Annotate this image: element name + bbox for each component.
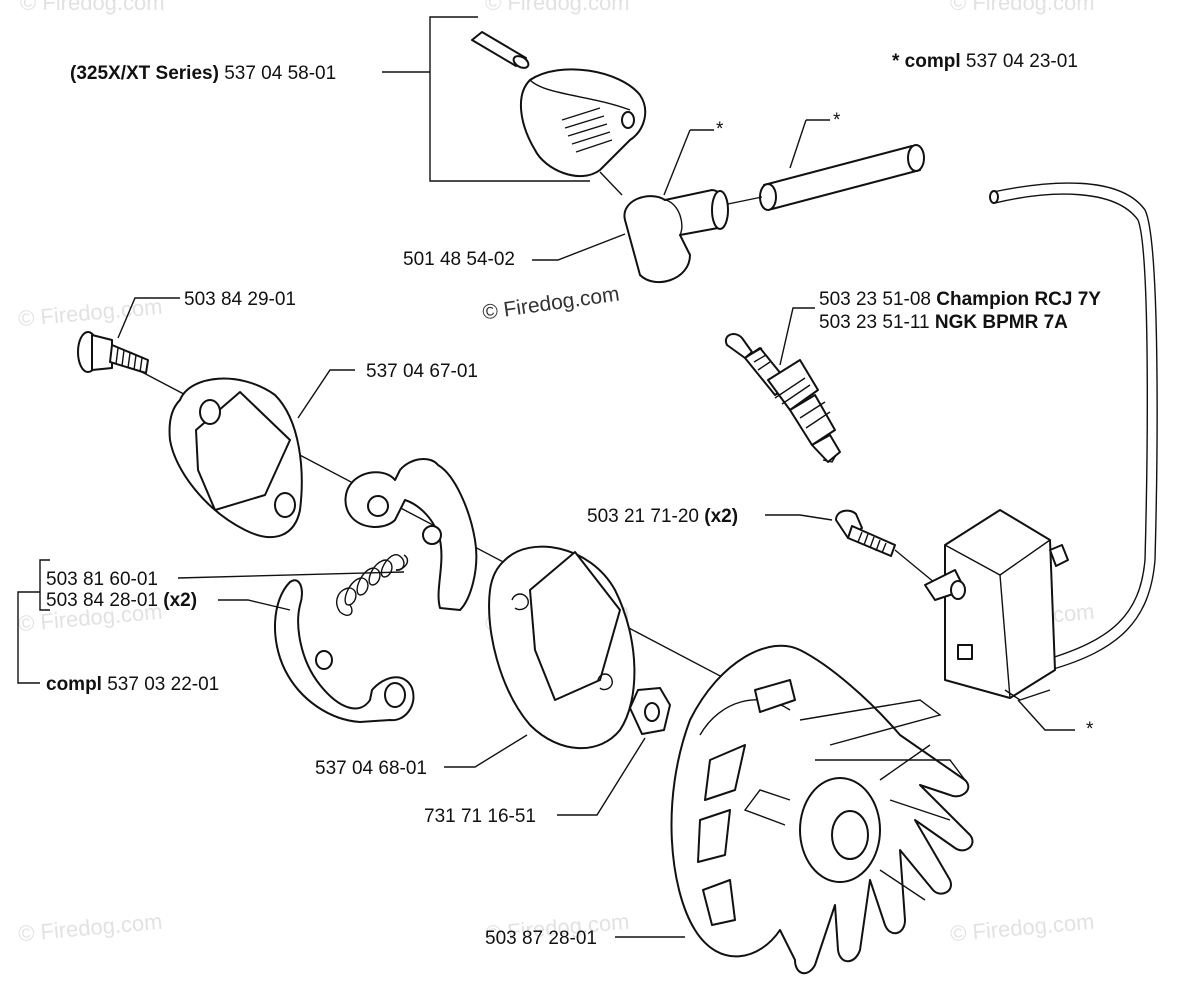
module-screw-part-number: 503 21 71-20: [587, 506, 699, 527]
tube-star-leader: [789, 119, 807, 169]
plate-bottom-part: [488, 545, 636, 750]
clutch-shoe-upper-part: [344, 458, 478, 611]
flywheel-label: 503 87 28-01: [485, 928, 597, 949]
spark-plug-leader: [779, 307, 815, 366]
compl-assembly-part: 537 03 22-01: [107, 674, 220, 695]
ignition-module-part: [924, 509, 1069, 701]
plate-top-leader: [297, 369, 355, 419]
compl-assembly-label: compl 537 03 22-01: [46, 675, 219, 694]
pawl-qty: (x2): [163, 590, 198, 611]
plate-bottom-leader: [444, 734, 528, 768]
ht-lead-tube-part: [759, 144, 925, 211]
spring-leader: [177, 571, 405, 579]
compl-bracket: [17, 591, 40, 684]
watermark-top-left: © Firedog.com: [20, 0, 165, 15]
star-label-tube: *: [833, 110, 841, 131]
spark-plug-part: [724, 333, 841, 463]
module-screw-part: [835, 509, 896, 557]
spark-plug-label-2: 503 23 51-11 NGK BPMR 7A: [819, 313, 1068, 332]
ignition-wire: [992, 182, 1158, 671]
module-screw-label: 503 21 71-20 (x2): [587, 507, 738, 526]
pin-part: [471, 31, 530, 69]
cap-star-leader: [663, 129, 691, 196]
pawl-leader: [218, 599, 291, 611]
cover-label-part: 537 04 58-01: [224, 63, 337, 84]
plate-top-part: [168, 377, 303, 539]
cover-bracket: [429, 16, 590, 182]
tube-connector-line: [727, 196, 763, 205]
spring-label: 503 81 60-01: [46, 569, 158, 590]
star-label-module: *: [1086, 719, 1094, 740]
spark-plug-part-2: 503 23 51-11: [819, 312, 930, 333]
watermark-top-right: © Firedog.com: [950, 0, 1095, 15]
star-label-cap: *: [716, 119, 724, 140]
cover-label: (325X/XT Series) 537 04 58-01: [70, 64, 336, 83]
compl-star-label: * compl 537 04 23-01: [892, 52, 1078, 71]
plug-cap-label: 501 48 54-02: [403, 249, 515, 270]
screw-top-part: [77, 331, 149, 374]
module-screw-leader: [765, 514, 833, 521]
module-screw-qty: (x2): [704, 506, 739, 527]
washer-leader: [557, 737, 646, 816]
washer-label: 731 71 16-51: [424, 806, 536, 827]
cover-to-cap-leader: [599, 171, 623, 196]
spark-plug-label-1: 503 23 51-08 Champion RCJ 7Y: [819, 290, 1101, 309]
pawl-part-number: 503 84 28-01: [46, 590, 158, 611]
pawl-label: 503 84 28-01 (x2): [46, 591, 197, 610]
clutch-shoe-lower-part: [274, 579, 415, 723]
plug-cap-leader: [532, 233, 626, 261]
spark-plug-part-1: 503 23 51-08: [819, 289, 931, 310]
plate-bottom-label: 537 04 68-01: [315, 758, 427, 779]
spring-part: [336, 554, 409, 616]
cover-boot-part: [519, 68, 647, 178]
plate-top-label: 537 04 67-01: [366, 361, 478, 382]
screw-top-leader: [117, 297, 180, 339]
spark-plug-brand-2: NGK BPMR 7A: [934, 312, 1068, 333]
compl-star-part: 537 04 23-01: [965, 51, 1078, 72]
watermark-top-center: © Firedog.com: [485, 0, 630, 15]
plug-cap-part: [623, 189, 729, 284]
flywheel-part: [670, 644, 974, 975]
compl-assembly-prefix: compl: [46, 674, 102, 695]
module-star-leader: [1017, 699, 1075, 731]
compl-star-prefix: * compl: [892, 51, 961, 72]
compl-bracket-top: [39, 559, 50, 611]
washer-part: [629, 687, 671, 735]
spark-plug-brand-1: Champion RCJ 7Y: [936, 289, 1101, 310]
screw-top-label: 503 84 29-01: [184, 289, 296, 310]
module-screw-axis: [894, 549, 936, 584]
cover-label-prefix: (325X/XT Series): [70, 63, 219, 84]
